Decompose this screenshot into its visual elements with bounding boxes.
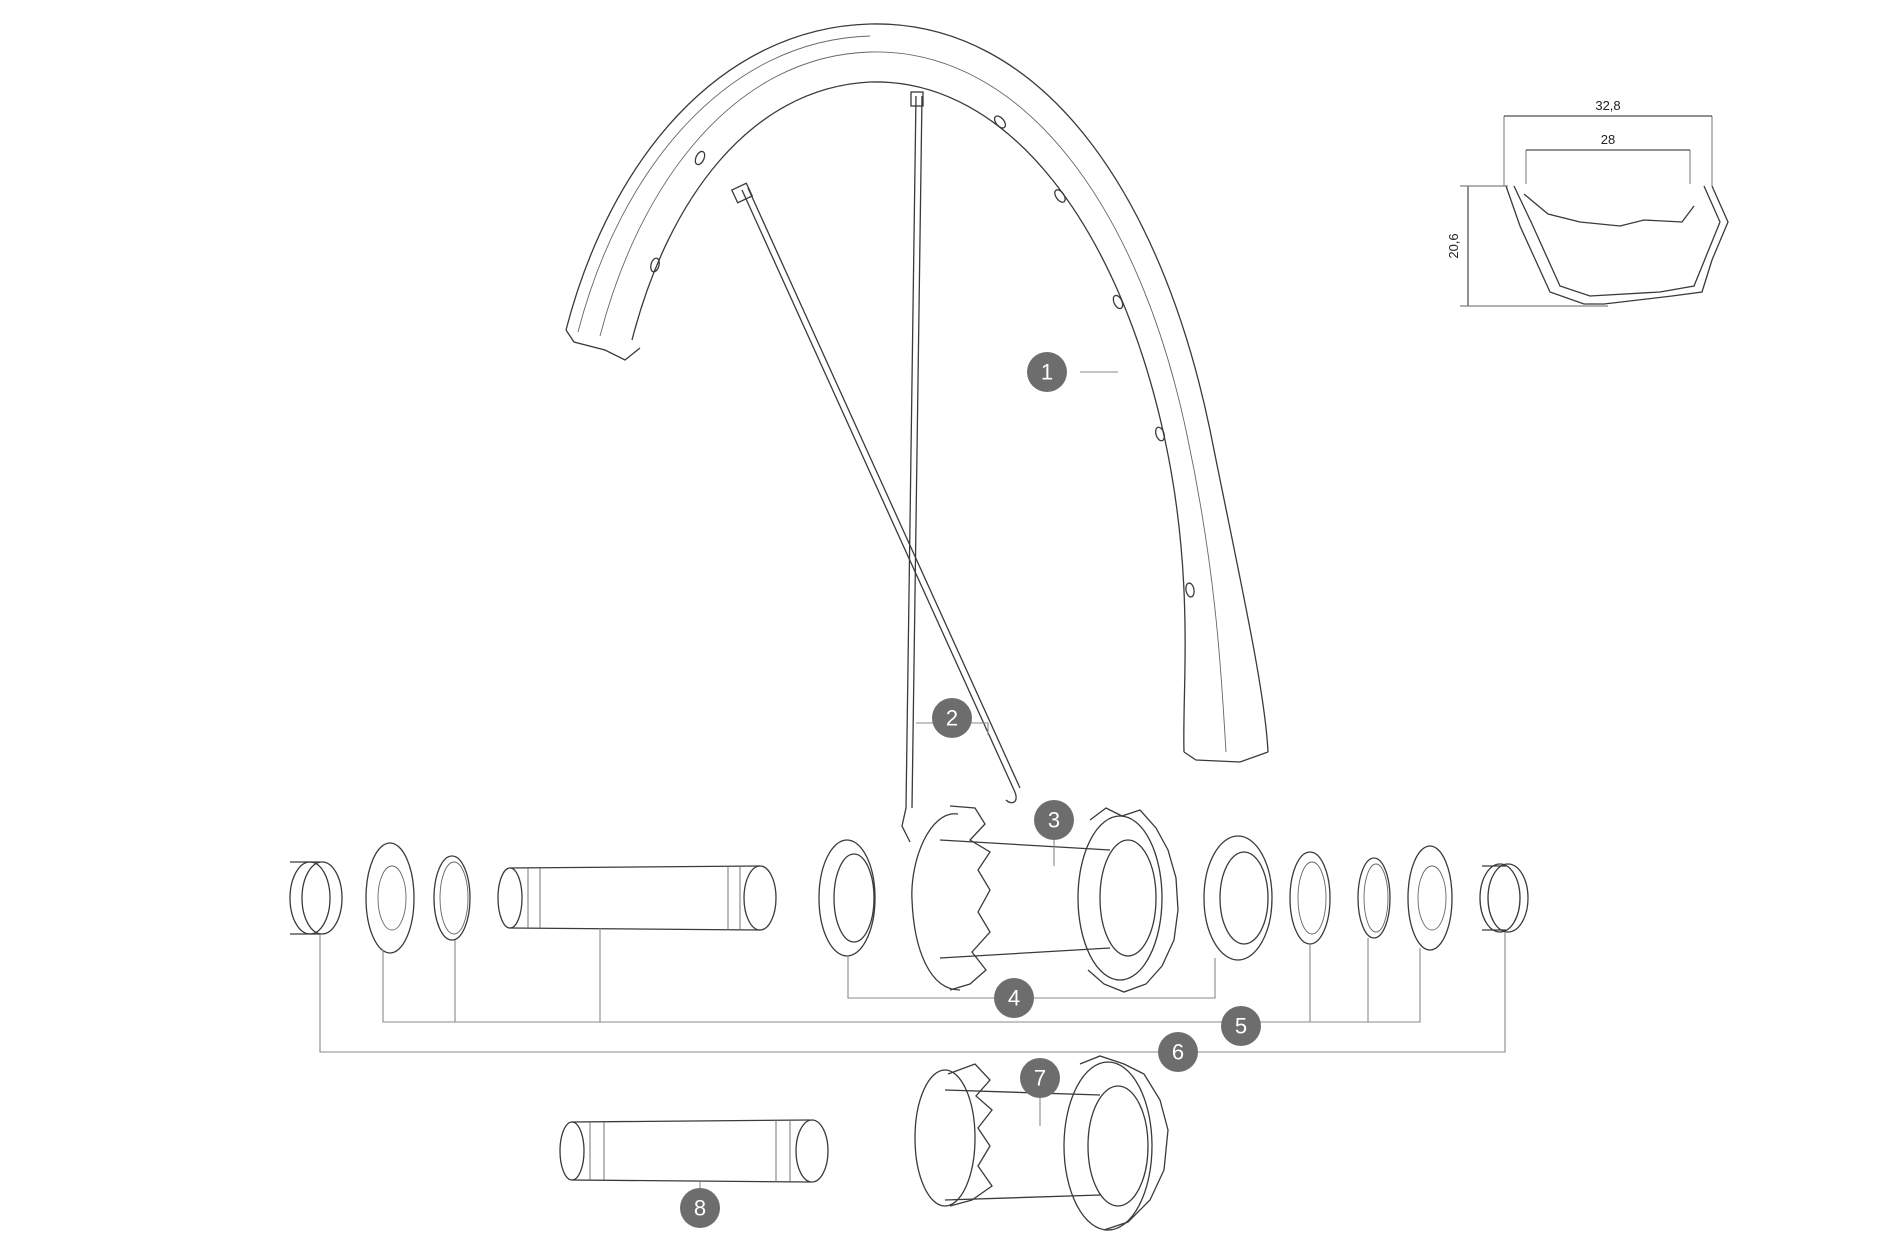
callout-2: 2	[932, 698, 972, 738]
hub-assembly	[289, 805, 1529, 993]
callout-8-number: 8	[694, 1196, 706, 1221]
rim-profile-inset: 32,8 28 20,6	[1446, 98, 1729, 307]
callout-5-number: 5	[1235, 1014, 1247, 1039]
callout-3: 3	[1034, 800, 1074, 840]
callout-3-number: 3	[1048, 808, 1060, 833]
callout-4-number: 4	[1008, 986, 1020, 1011]
callout-badges: 1 2 3 4 5 6 7 8	[680, 352, 1261, 1228]
callout-1: 1	[1027, 352, 1067, 392]
rim	[565, 23, 1269, 763]
spokes	[730, 91, 1021, 843]
rim-outer-width-label: 32,8	[1595, 98, 1620, 113]
callout-1-number: 1	[1041, 360, 1053, 385]
rim-inner-width-label: 28	[1601, 132, 1615, 147]
leader-lines	[319, 371, 1506, 1200]
callout-6-number: 6	[1172, 1040, 1184, 1065]
callout-7-number: 7	[1034, 1066, 1046, 1091]
callout-8: 8	[680, 1188, 720, 1228]
callout-7: 7	[1020, 1058, 1060, 1098]
callout-5: 5	[1221, 1006, 1261, 1046]
alternate-axle	[559, 1119, 829, 1183]
rim-height-label: 20,6	[1446, 233, 1461, 258]
alternate-hub-body	[914, 1055, 1169, 1231]
callout-2-number: 2	[946, 706, 958, 731]
callout-6: 6	[1158, 1032, 1198, 1072]
callout-4: 4	[994, 978, 1034, 1018]
